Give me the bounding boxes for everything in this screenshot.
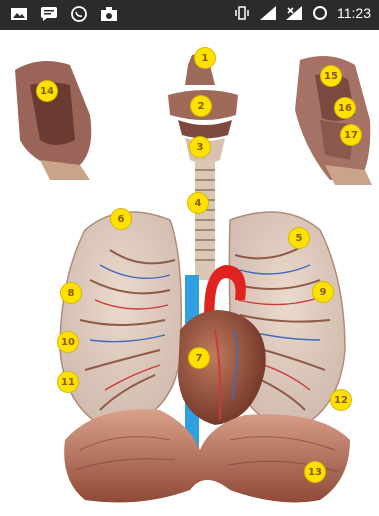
marker-6[interactable]: 6	[111, 209, 131, 229]
marker-4[interactable]: 4	[188, 193, 208, 213]
left-lung	[60, 212, 181, 430]
marker-14[interactable]: 14	[37, 81, 57, 101]
vibrate-icon	[233, 5, 251, 21]
marker-13[interactable]: 13	[305, 462, 325, 482]
marker-17[interactable]: 17	[341, 125, 361, 145]
diaphragm	[64, 409, 350, 502]
marker-1[interactable]: 1	[195, 48, 215, 68]
larynx-interior-left	[15, 61, 91, 180]
marker-7[interactable]: 7	[189, 348, 209, 368]
message-icon	[40, 6, 58, 22]
marker-10[interactable]: 10	[58, 332, 78, 352]
status-bar: 11:23	[0, 0, 379, 30]
marker-2[interactable]: 2	[191, 96, 211, 116]
circle-icon	[311, 5, 329, 21]
marker-5[interactable]: 5	[289, 228, 309, 248]
signal-icon	[259, 5, 277, 21]
camera-bag-icon	[100, 6, 118, 22]
marker-16[interactable]: 16	[335, 98, 355, 118]
gallery-icon	[10, 6, 28, 22]
marker-15[interactable]: 15	[321, 66, 341, 86]
anatomy-viewer[interactable]: 1 2 3 4 5 6 7 8 9 10 11 12 13 14 15 16 1…	[0, 30, 379, 511]
clock: 11:23	[337, 5, 371, 21]
trachea	[195, 160, 215, 280]
marker-12[interactable]: 12	[331, 390, 351, 410]
marker-8[interactable]: 8	[61, 283, 81, 303]
signal-x-icon	[285, 5, 303, 21]
whatsapp-icon	[70, 6, 88, 22]
anatomy-illustration	[0, 30, 379, 511]
marker-11[interactable]: 11	[58, 372, 78, 392]
marker-3[interactable]: 3	[190, 137, 210, 157]
marker-9[interactable]: 9	[313, 282, 333, 302]
